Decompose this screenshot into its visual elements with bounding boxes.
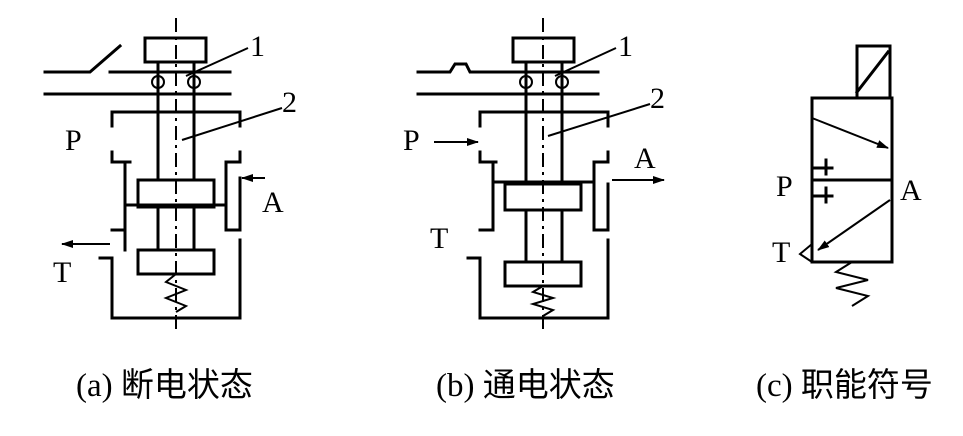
panel-a-callout-2: 2 <box>282 86 297 119</box>
panel-b-callout-2: 2 <box>650 82 665 115</box>
panel-c-tank-symbol <box>798 243 813 263</box>
panel-b-spool-upper <box>503 182 583 212</box>
panel-b-caption: (b) 通电状态 <box>436 367 615 404</box>
panel-c-arrow-upper <box>811 117 889 149</box>
panel-c-port-p: P <box>776 170 793 203</box>
panel-b-port-p: P <box>403 124 420 157</box>
panel-b-valve <box>416 18 665 330</box>
panel-a-port-t: T <box>53 256 71 289</box>
panel-c-port-t: T <box>772 236 790 269</box>
panel-a-spool-upper <box>136 178 216 209</box>
panel-c-spring <box>833 261 871 307</box>
panel-b-top-cap <box>511 36 576 64</box>
panel-a-spring <box>163 273 189 313</box>
panel-a-port-a: A <box>262 186 284 219</box>
panel-b-switch <box>416 62 600 74</box>
panel-c-symbol <box>798 44 894 307</box>
panel-a-port-p: P <box>65 124 82 157</box>
panel-b-spring <box>529 285 557 317</box>
panel-b-port-t: T <box>430 222 448 255</box>
panel-a-callout-1: 1 <box>250 30 265 63</box>
panel-b-callout-1: 1 <box>618 30 633 63</box>
panel-a-switch <box>43 43 123 74</box>
panel-c-port-a: A <box>900 174 922 207</box>
panel-b-port-a: A <box>634 142 656 175</box>
panel-c-caption: (c) 职能符号 <box>756 367 933 404</box>
panel-c-arrow-lower <box>817 199 891 251</box>
panel-a-valve <box>43 18 283 330</box>
panel-a-top-cap <box>143 36 208 64</box>
panel-a-caption: (a) 断电状态 <box>76 367 253 404</box>
